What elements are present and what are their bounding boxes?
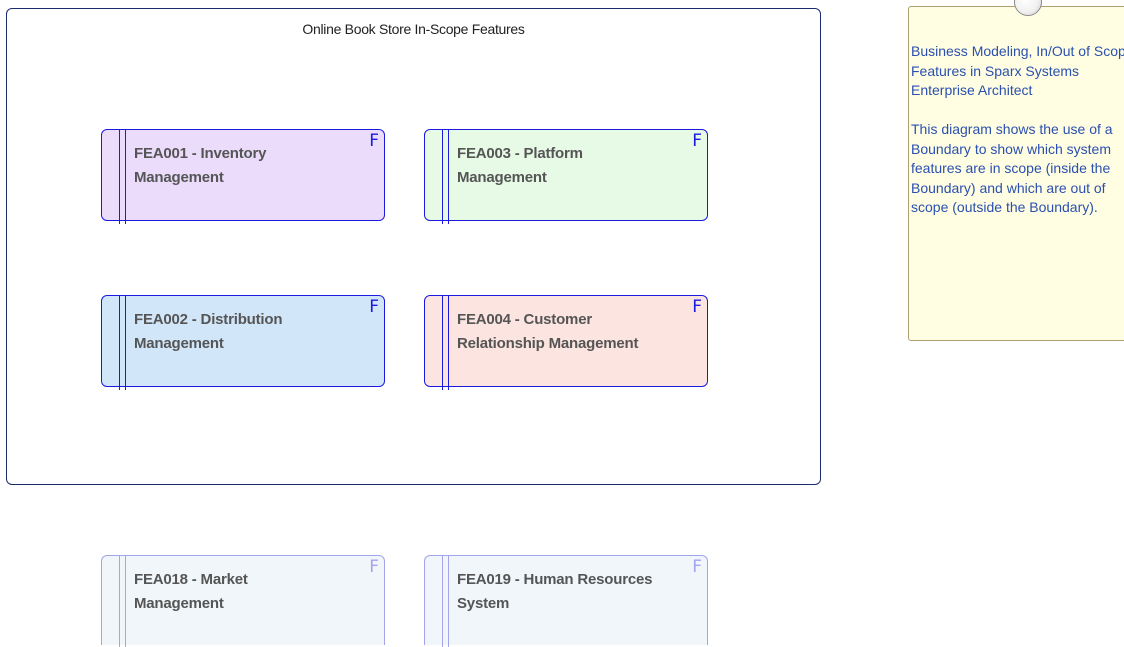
feature-stereotype-icon: F	[692, 297, 702, 317]
feature-label: FEA002 - Distribution Management	[134, 311, 283, 352]
feature-bar	[442, 129, 449, 224]
feature-fea001[interactable]: FEA001 - Inventory Management F	[101, 129, 385, 224]
feature-stereotype-icon: F	[369, 557, 379, 577]
scope-boundary[interactable]: Online Book Store In-Scope Features	[6, 8, 821, 485]
feature-stereotype-icon: F	[692, 557, 702, 577]
feature-bar	[119, 129, 126, 224]
feature-stereotype-icon: F	[369, 297, 379, 317]
feature-fea019[interactable]: FEA019 - Human Resources System F	[424, 555, 708, 647]
feature-bar	[119, 555, 126, 647]
feature-bar	[442, 555, 449, 647]
feature-bar	[442, 295, 449, 390]
feature-bar	[119, 295, 126, 390]
feature-fea003[interactable]: FEA003 - Platform Management F	[424, 129, 708, 224]
note-spacer	[911, 101, 1124, 121]
feature-fea004[interactable]: FEA004 - Customer Relationship Managemen…	[424, 295, 708, 390]
feature-label: FEA019 - Human Resources System	[457, 571, 653, 612]
note-text: Business Modeling, In/Out of Scope Featu…	[911, 42, 1124, 218]
feature-stereotype-icon: F	[369, 131, 379, 151]
note-heading: Business Modeling, In/Out of Scope Featu…	[911, 43, 1124, 98]
boundary-title: Online Book Store In-Scope Features	[302, 21, 525, 37]
feature-fea018[interactable]: FEA018 - Market Management F	[101, 555, 385, 647]
feature-fea002[interactable]: FEA002 - Distribution Management F	[101, 295, 385, 390]
feature-stereotype-icon: F	[692, 131, 702, 151]
diagram-note[interactable]: Business Modeling, In/Out of Scope Featu…	[908, 6, 1124, 341]
feature-label: FEA004 - Customer Relationship Managemen…	[457, 311, 639, 352]
feature-label: FEA018 - Market Management	[134, 571, 248, 612]
feature-label: FEA003 - Platform Management	[457, 145, 583, 186]
note-body: This diagram shows the use of a Boundary…	[911, 121, 1113, 215]
feature-label: FEA001 - Inventory Management	[134, 145, 267, 186]
